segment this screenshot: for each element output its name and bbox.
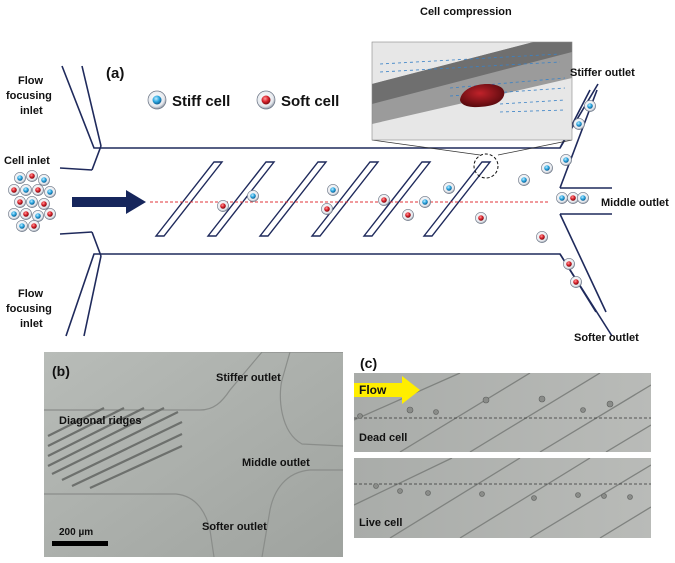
stiff-cell [247, 190, 259, 202]
stiff-cell [14, 172, 26, 184]
stiff-cell [32, 210, 44, 222]
legend-stiff-swatch [147, 90, 167, 110]
soft-cell [38, 198, 50, 210]
stiff-cell [541, 162, 553, 174]
soft-cell [570, 276, 582, 288]
b-softer-outlet: Softer outlet [202, 521, 267, 533]
compressed-cell-blob [460, 84, 505, 108]
stiff-cell [560, 154, 572, 166]
stiff-cell [16, 220, 28, 232]
stiff-cell [443, 182, 455, 194]
cells-layer [8, 100, 596, 288]
c-live-caption: Live cell [359, 517, 402, 529]
channel-wall-top [44, 352, 343, 411]
scale-bar [52, 541, 108, 546]
svg-text:inlet: inlet [20, 105, 43, 117]
c-live-cells [373, 483, 633, 501]
micrograph-c-live [354, 458, 651, 538]
soft-cell [8, 184, 20, 196]
c-flow-arrow: Flow [354, 376, 420, 404]
stiff-cell [26, 196, 38, 208]
compression-inset: Cell compression [371, 6, 573, 179]
micrograph-ridges [47, 407, 183, 490]
inlet-flow-arrow [72, 190, 146, 214]
panel-b: (b) Stiffer outlet Diagonal ridges Middl… [44, 352, 343, 557]
soft-cell [475, 212, 487, 224]
legend-soft-label: Soft cell [281, 93, 339, 110]
soft-cell [402, 209, 414, 221]
stiff-cell [573, 118, 585, 130]
soft-cell [28, 220, 40, 232]
stiffer-outlet-label: Stiffer outlet [570, 67, 635, 79]
panel-a: Cell compression Stiff cell Soft cell (a… [4, 6, 669, 344]
inlet-top-label: Flow focusing inlet [6, 75, 52, 117]
diagonal-ridges [154, 161, 492, 237]
svg-text:Flow: Flow [18, 288, 43, 300]
soft-cell [14, 196, 26, 208]
panel-c-label: (c) [360, 355, 377, 371]
panel-c: (c) Flow Dead cell [354, 355, 651, 538]
svg-text:Flow: Flow [18, 75, 43, 87]
stiff-cell [584, 100, 596, 112]
stiff-cell [556, 192, 568, 204]
softer-outlet-label: Softer outlet [574, 332, 639, 344]
inset-title: Cell compression [420, 6, 512, 18]
soft-cell [20, 208, 32, 220]
stiff-cell [419, 196, 431, 208]
soft-cell [567, 192, 579, 204]
soft-cell [563, 258, 575, 270]
soft-cell [536, 231, 548, 243]
legend: Stiff cell Soft cell [147, 90, 339, 110]
panel-b-label: (b) [52, 363, 70, 379]
c-flow-label: Flow [359, 383, 387, 397]
stiff-cell [518, 174, 530, 186]
c-dead-caption: Dead cell [359, 432, 407, 444]
inlet-bottom-label: Flow focusing inlet [6, 288, 52, 330]
stiff-cell [327, 184, 339, 196]
svg-text:focusing: focusing [6, 90, 52, 102]
stiff-cell [8, 208, 20, 220]
b-diagonal-ridges: Diagonal ridges [59, 415, 142, 427]
b-stiffer-outlet: Stiffer outlet [216, 372, 281, 384]
svg-text:inlet: inlet [20, 318, 43, 330]
soft-cell [217, 200, 229, 212]
c-live-ridges [354, 458, 651, 538]
stiff-cell [20, 184, 32, 196]
magnifier-circle [473, 153, 499, 179]
b-middle-outlet: Middle outlet [242, 457, 310, 469]
stiff-cell [44, 186, 56, 198]
legend-soft-swatch [256, 90, 276, 110]
legend-stiff-label: Stiff cell [172, 93, 230, 110]
svg-text:focusing: focusing [6, 303, 52, 315]
c-dead-cells [357, 395, 614, 419]
scale-bar-label: 200 µm [59, 527, 93, 538]
stiff-cell [577, 192, 589, 204]
soft-cell [32, 184, 44, 196]
soft-cell [44, 208, 56, 220]
soft-cell [321, 203, 333, 215]
stiff-cell [38, 174, 50, 186]
soft-cell [26, 170, 38, 182]
middle-outlet-label: Middle outlet [601, 197, 669, 209]
panel-a-label: (a) [106, 65, 124, 82]
soft-cell [378, 194, 390, 206]
cell-inlet-label: Cell inlet [4, 155, 50, 167]
